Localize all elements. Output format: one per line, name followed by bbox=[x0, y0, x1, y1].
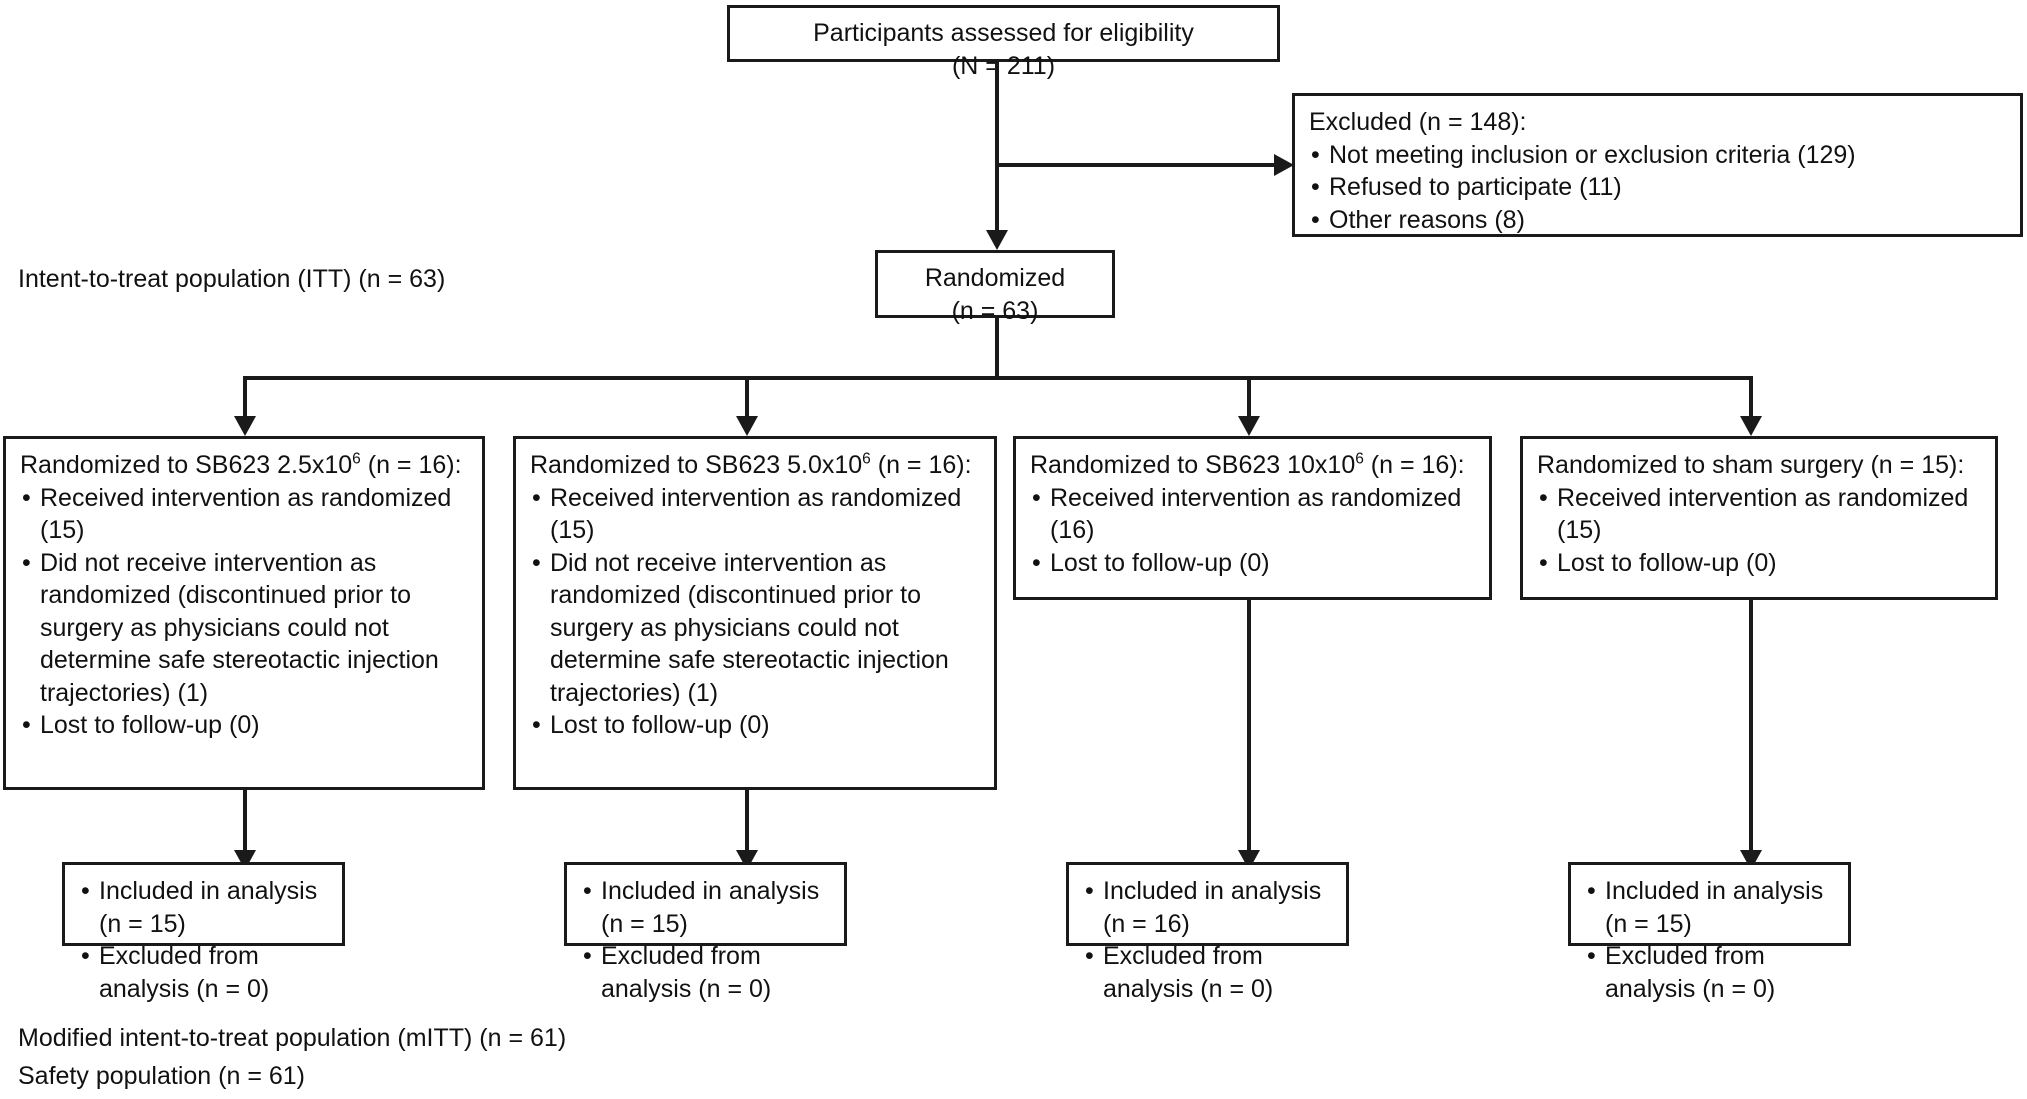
analysis-4-list: Included in analysis (n = 15) Excluded f… bbox=[1585, 875, 1836, 1005]
box-analysis-2: Included in analysis (n = 15) Excluded f… bbox=[564, 862, 847, 1003]
connector-arm-1-to-analysis bbox=[243, 790, 247, 855]
label-safety-population: Safety population (n = 61) bbox=[18, 1062, 305, 1090]
connector-drop-arm-3 bbox=[1247, 376, 1251, 416]
box-arm-3: Randomized to SB623 10x106 (n = 16): Rec… bbox=[1013, 436, 1492, 600]
analysis-2-list: Included in analysis (n = 15) Excluded f… bbox=[581, 875, 832, 1005]
arm-1-header-prefix: Randomized to SB623 2.5x10 bbox=[20, 451, 353, 479]
box-arm-2: Randomized to SB623 5.0x106 (n = 16): Re… bbox=[513, 436, 997, 790]
arm-2-header-superscript: 6 bbox=[862, 450, 871, 468]
analysis-1-list: Included in analysis (n = 15) Excluded f… bbox=[79, 875, 330, 1005]
connector-drop-arm-4 bbox=[1749, 376, 1753, 416]
list-item: Included in analysis (n = 15) bbox=[1585, 875, 1836, 940]
connector-randomized-stem bbox=[995, 318, 999, 380]
arm-4-header-prefix: Randomized to sham surgery (n = 15): bbox=[1537, 451, 1965, 479]
list-item: Excluded from analysis (n = 0) bbox=[1083, 940, 1334, 1005]
arm-2-header: Randomized to SB623 5.0x106 (n = 16): bbox=[530, 449, 982, 482]
list-item: Received intervention as randomized (16) bbox=[1030, 482, 1477, 547]
arm-2-item-list: Received intervention as randomized (15)… bbox=[530, 482, 982, 742]
arm-2-header-suffix: (n = 16): bbox=[870, 451, 972, 479]
arrowhead-arm-3 bbox=[1238, 416, 1260, 436]
list-item: Other reasons (8) bbox=[1309, 204, 2008, 237]
arm-3-header-prefix: Randomized to SB623 10x10 bbox=[1030, 451, 1356, 479]
list-item: Included in analysis (n = 16) bbox=[1083, 875, 1334, 940]
arm-1-header-superscript: 6 bbox=[352, 450, 361, 468]
connector-split-bar bbox=[243, 376, 1749, 380]
connector-assessed-to-randomized bbox=[995, 62, 999, 230]
list-item: Refused to participate (11) bbox=[1309, 171, 2008, 204]
connector-drop-arm-2 bbox=[745, 376, 749, 416]
list-item: Excluded from analysis (n = 0) bbox=[79, 940, 330, 1005]
assessed-line-2: (N = 211) bbox=[951, 51, 1056, 80]
list-item: Excluded from analysis (n = 0) bbox=[581, 940, 832, 1005]
box-arm-4: Randomized to sham surgery (n = 15): Rec… bbox=[1520, 436, 1998, 600]
arrowhead-arm-4 bbox=[1740, 416, 1762, 436]
list-item: Included in analysis (n = 15) bbox=[79, 875, 330, 940]
list-item: Received intervention as randomized (15) bbox=[20, 482, 470, 547]
arrowhead-to-excluded bbox=[1274, 154, 1294, 176]
list-item: Excluded from analysis (n = 0) bbox=[1585, 940, 1836, 1005]
arm-3-header-suffix: (n = 16): bbox=[1363, 451, 1465, 479]
list-item: Lost to follow-up (0) bbox=[1537, 547, 1983, 580]
box-analysis-4: Included in analysis (n = 15) Excluded f… bbox=[1568, 862, 1851, 1003]
arrowhead-arm-1 bbox=[234, 416, 256, 436]
list-item: Did not receive intervention as randomiz… bbox=[20, 547, 470, 710]
arrowhead-to-randomized bbox=[986, 230, 1008, 250]
arm-4-header: Randomized to sham surgery (n = 15): bbox=[1537, 449, 1983, 482]
list-item: Did not receive intervention as randomiz… bbox=[530, 547, 982, 710]
box-randomized: Randomized (n = 63) bbox=[875, 250, 1115, 325]
label-itt-population: Intent-to-treat population (ITT) (n = 63… bbox=[18, 265, 446, 293]
randomized-line-2: (n = 63) bbox=[951, 296, 1039, 325]
arm-4-item-list: Received intervention as randomized (15)… bbox=[1537, 482, 1983, 580]
analysis-3-list: Included in analysis (n = 16) Excluded f… bbox=[1083, 875, 1334, 1005]
list-item: Lost to follow-up (0) bbox=[1030, 547, 1477, 580]
list-item: Received intervention as randomized (15) bbox=[1537, 482, 1983, 547]
label-mitt-population: Modified intent-to-treat population (mIT… bbox=[18, 1024, 567, 1052]
box-analysis-1: Included in analysis (n = 15) Excluded f… bbox=[62, 862, 345, 1003]
connector-arm-2-to-analysis bbox=[745, 790, 749, 855]
randomized-line-1: Randomized bbox=[924, 264, 1066, 292]
arm-1-item-list: Received intervention as randomized (15)… bbox=[20, 482, 470, 742]
arm-1-header: Randomized to SB623 2.5x106 (n = 16): bbox=[20, 449, 470, 482]
assessed-line-1: Participants assessed for eligibility bbox=[813, 19, 1194, 47]
connector-drop-arm-1 bbox=[243, 376, 247, 416]
excluded-header: Excluded (n = 148): bbox=[1309, 108, 1527, 136]
list-item: Lost to follow-up (0) bbox=[20, 709, 470, 742]
excluded-reason-list: Not meeting inclusion or exclusion crite… bbox=[1309, 139, 2008, 237]
list-item: Included in analysis (n = 15) bbox=[581, 875, 832, 940]
arm-3-header: Randomized to SB623 10x106 (n = 16): bbox=[1030, 449, 1477, 482]
connector-arm-4-to-analysis bbox=[1749, 600, 1753, 855]
box-arm-1: Randomized to SB623 2.5x106 (n = 16): Re… bbox=[3, 436, 485, 790]
box-analysis-3: Included in analysis (n = 16) Excluded f… bbox=[1066, 862, 1349, 1003]
box-assessed-for-eligibility: Participants assessed for eligibility (N… bbox=[727, 5, 1280, 80]
arm-3-item-list: Received intervention as randomized (16)… bbox=[1030, 482, 1477, 580]
list-item: Received intervention as randomized (15) bbox=[530, 482, 982, 547]
connector-arm-3-to-analysis bbox=[1247, 600, 1251, 855]
arrowhead-arm-2 bbox=[736, 416, 758, 436]
list-item: Lost to follow-up (0) bbox=[530, 709, 982, 742]
box-excluded: Excluded (n = 148): Not meeting inclusio… bbox=[1292, 93, 2023, 237]
list-item: Not meeting inclusion or exclusion crite… bbox=[1309, 139, 2008, 172]
arm-2-header-prefix: Randomized to SB623 5.0x10 bbox=[530, 451, 863, 479]
connector-to-excluded bbox=[995, 163, 1281, 167]
arm-3-header-superscript: 6 bbox=[1355, 450, 1364, 468]
arm-1-header-suffix: (n = 16): bbox=[360, 451, 462, 479]
